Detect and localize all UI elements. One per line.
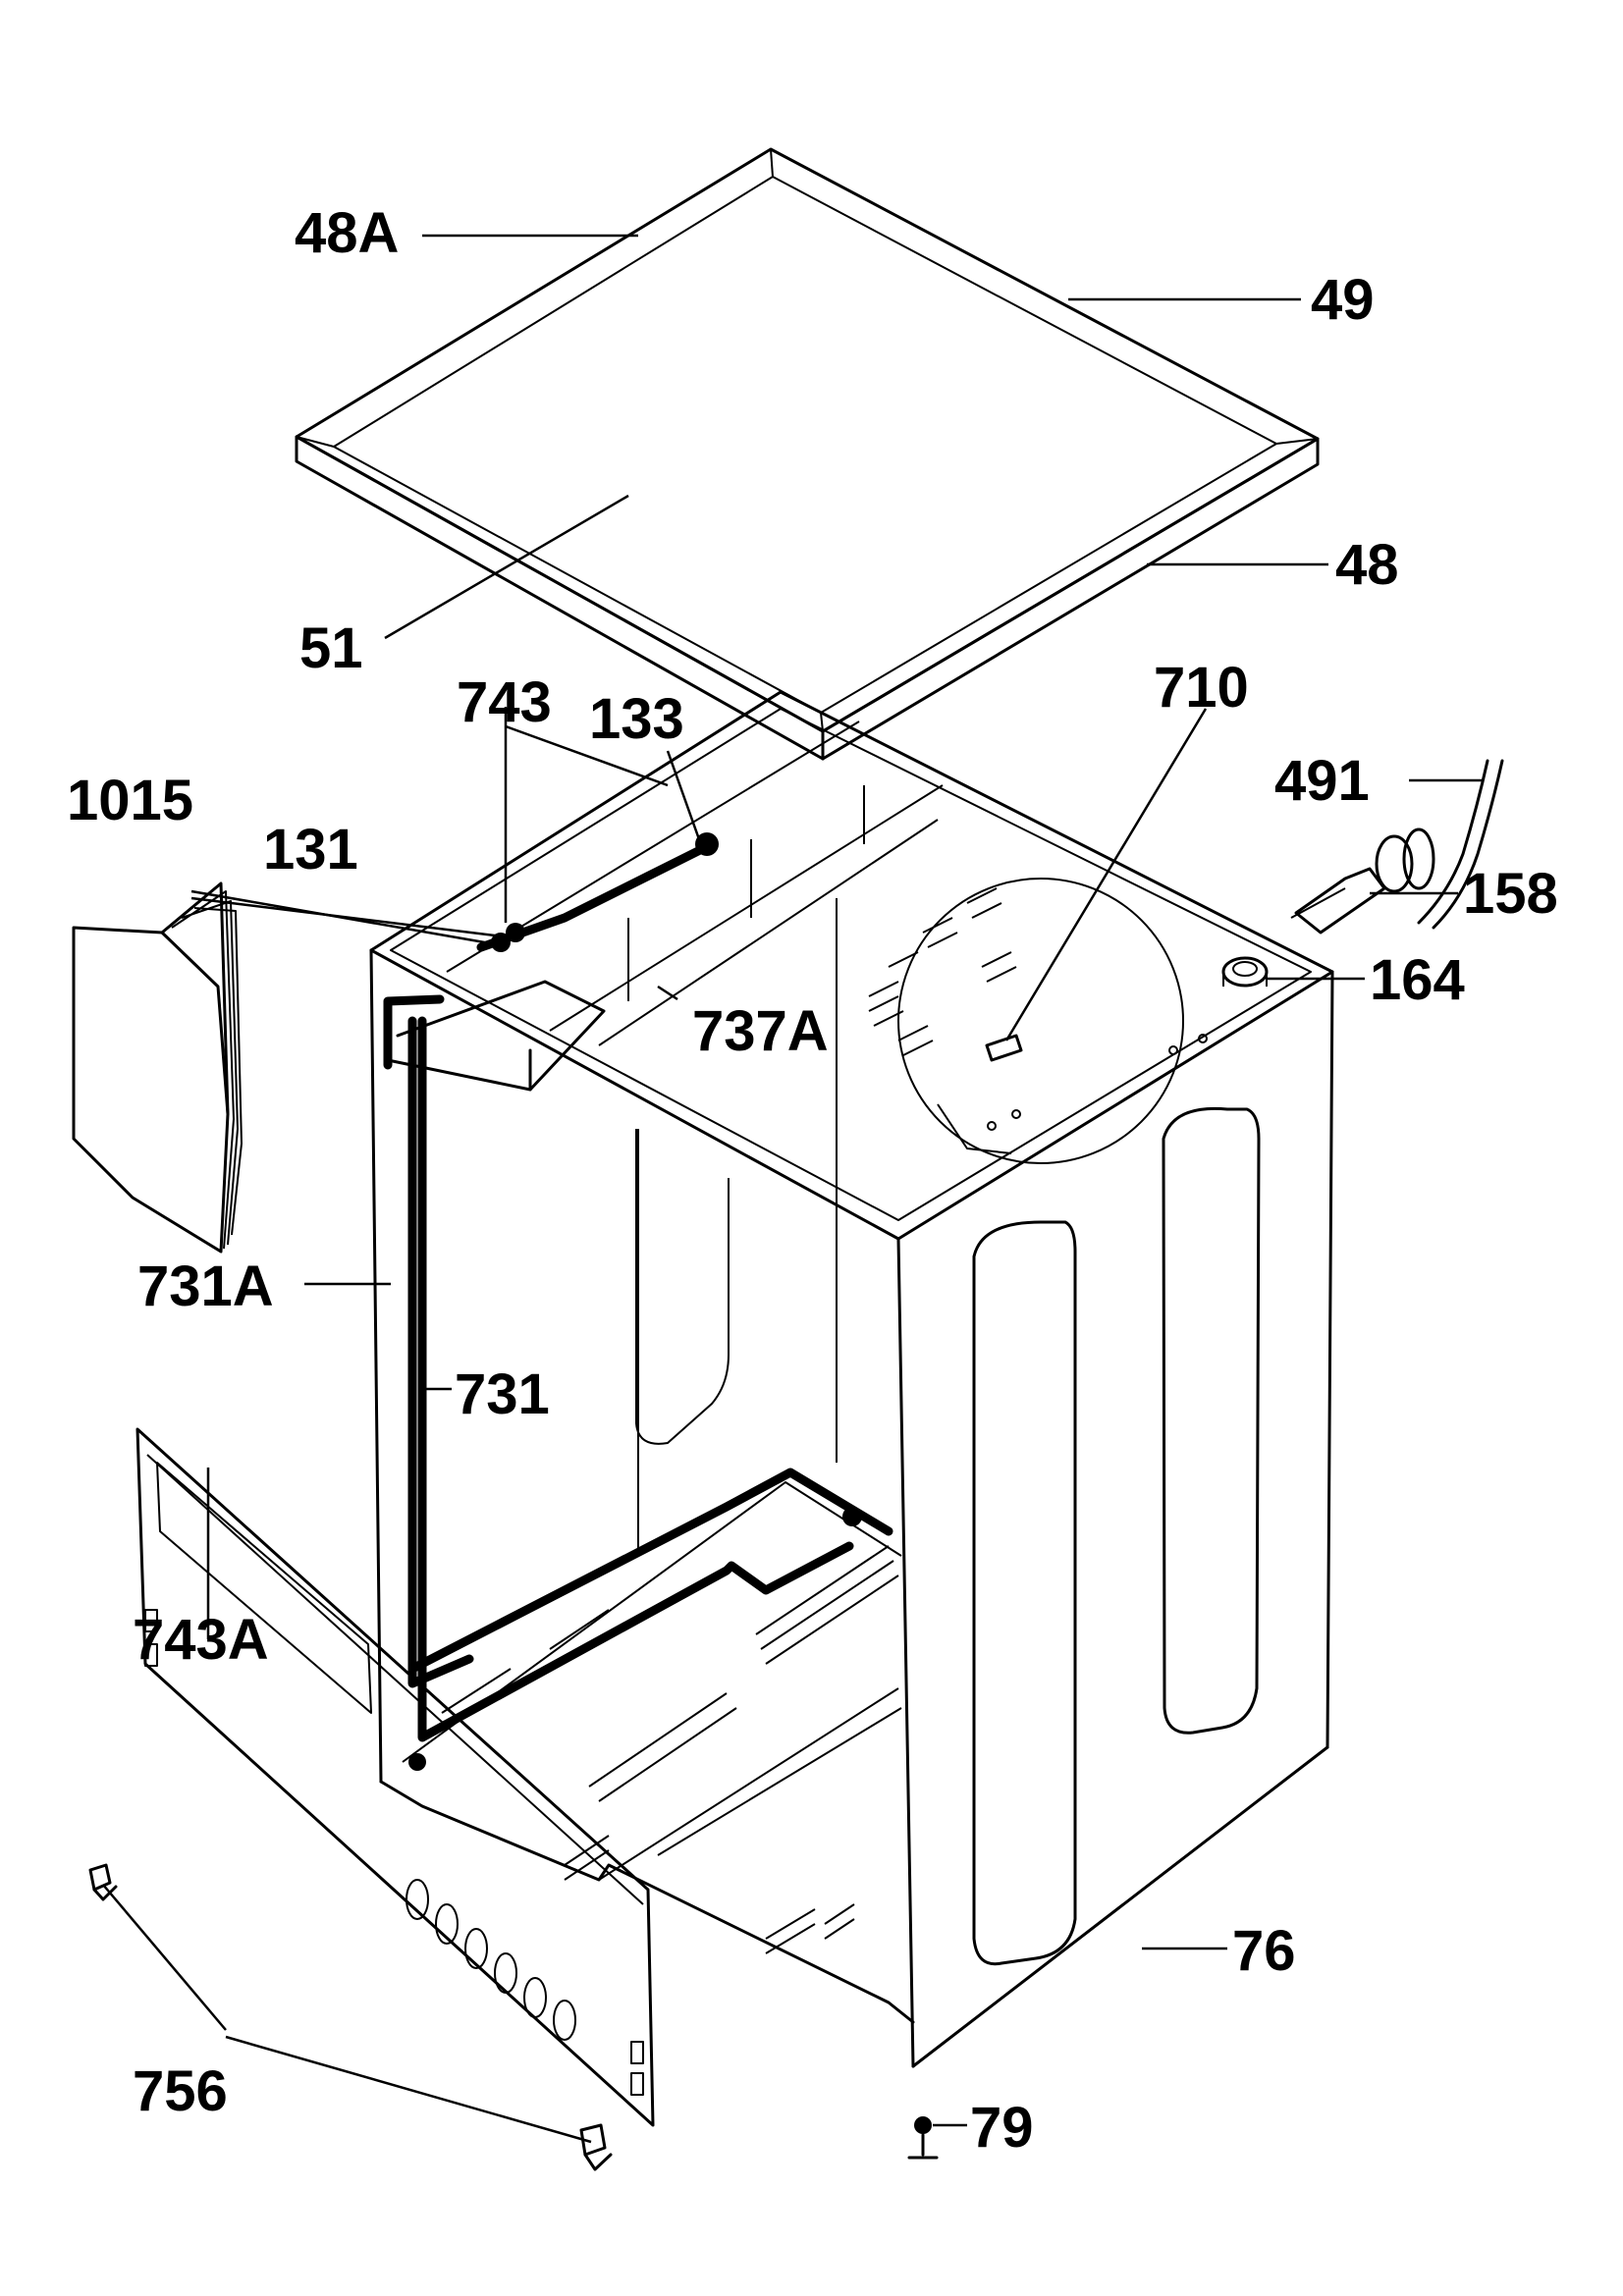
- label-491: 491: [1274, 749, 1370, 813]
- label-743A: 743A: [133, 1608, 269, 1672]
- label-133: 133: [589, 687, 684, 751]
- power-cord: [1290, 759, 1504, 934]
- label-158: 158: [1463, 862, 1558, 926]
- label-1015: 1015: [67, 769, 193, 832]
- leveling-foot: [907, 2116, 939, 2160]
- label-710: 710: [1154, 656, 1249, 720]
- part-labels: 48A 49 48 51 743 133 710 1015 131 491 15…: [67, 201, 1558, 2160]
- manual-booklet: [72, 881, 243, 1254]
- label-49: 49: [1311, 268, 1375, 332]
- label-731A: 731A: [137, 1255, 274, 1318]
- label-131: 131: [263, 818, 358, 881]
- label-79: 79: [970, 2096, 1034, 2160]
- grommet: [1221, 956, 1269, 988]
- panel-clip-right: [579, 2123, 613, 2171]
- wiring-harness: [383, 832, 893, 1771]
- label-164: 164: [1370, 948, 1465, 1012]
- leader-lines: [102, 234, 1483, 2144]
- label-743: 743: [457, 670, 552, 734]
- panel-clip-left: [88, 1863, 118, 1901]
- label-48: 48: [1335, 533, 1399, 597]
- label-76: 76: [1232, 1919, 1296, 1983]
- label-756: 756: [133, 2059, 228, 2123]
- label-51: 51: [299, 616, 363, 680]
- top-channel-bracket: [386, 721, 944, 1092]
- front-kick-panel: [135, 1427, 655, 2127]
- label-48A: 48A: [295, 201, 399, 265]
- label-737A: 737A: [692, 999, 829, 1063]
- bracket-tab: [985, 1034, 1023, 1062]
- top-lid-panel: [295, 147, 1320, 761]
- label-731: 731: [455, 1362, 550, 1426]
- cabinet-body: [369, 690, 1334, 2068]
